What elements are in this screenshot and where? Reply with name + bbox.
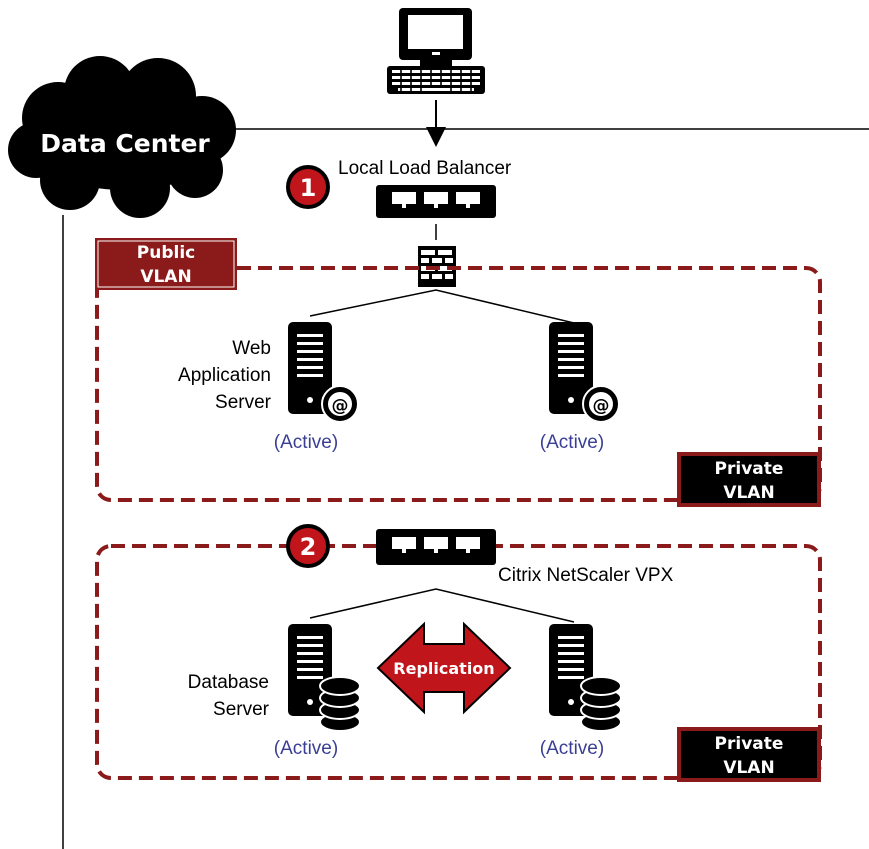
netscaler-label: Citrix NetScaler VPX	[498, 565, 674, 586]
svg-text:2: 2	[300, 533, 317, 561]
tier1-branch-lines	[309, 289, 575, 324]
netscaler-switch-icon	[376, 529, 496, 565]
db-server-left-status: (Active)	[274, 738, 338, 759]
svg-text:1: 1	[300, 174, 317, 202]
svg-text:@: @	[593, 396, 610, 416]
tier2-branch-lines	[309, 588, 575, 623]
svg-text:Private: Private	[715, 459, 784, 479]
svg-text:Replication: Replication	[393, 659, 494, 678]
web-server-right-status: (Active)	[540, 432, 604, 453]
database-server-icon	[549, 624, 622, 732]
step-badge-1: 1	[286, 165, 330, 209]
web-server-label-line2: Application	[178, 365, 271, 386]
web-server-icon: @	[549, 322, 620, 423]
svg-text:VLAN: VLAN	[723, 483, 774, 503]
database-server-icon	[288, 624, 361, 732]
web-server-label-line1: Web	[232, 338, 271, 359]
desktop-computer-icon	[387, 8, 485, 94]
step-badge-2: 2	[286, 524, 330, 568]
db-server-right-status: (Active)	[540, 738, 604, 759]
load-balancer-switch-icon	[376, 185, 496, 218]
db-server-label-line1: Database	[188, 672, 269, 693]
replication-arrow: Replication	[376, 621, 512, 715]
svg-text:Private: Private	[715, 734, 784, 754]
web-server-left-status: (Active)	[274, 432, 338, 453]
cloud-icon	[8, 56, 236, 218]
tier1-private-vlan-tag: Private VLAN	[677, 452, 821, 507]
db-server-label-line2: Server	[213, 699, 270, 720]
datacenter-label: Data Center	[40, 129, 210, 158]
svg-text:@: @	[332, 396, 349, 416]
load-balancer-label: Local Load Balancer	[338, 158, 512, 179]
web-server-label-line3: Server	[215, 392, 272, 413]
svg-text:VLAN: VLAN	[140, 267, 191, 287]
svg-text:VLAN: VLAN	[723, 758, 774, 778]
tier1-vlan-boundary	[95, 266, 822, 502]
tier2-private-vlan-tag: Private VLAN	[677, 727, 821, 782]
svg-text:Public: Public	[137, 243, 195, 263]
web-server-icon: @	[288, 322, 359, 423]
public-vlan-tag: Public VLAN	[95, 238, 237, 290]
